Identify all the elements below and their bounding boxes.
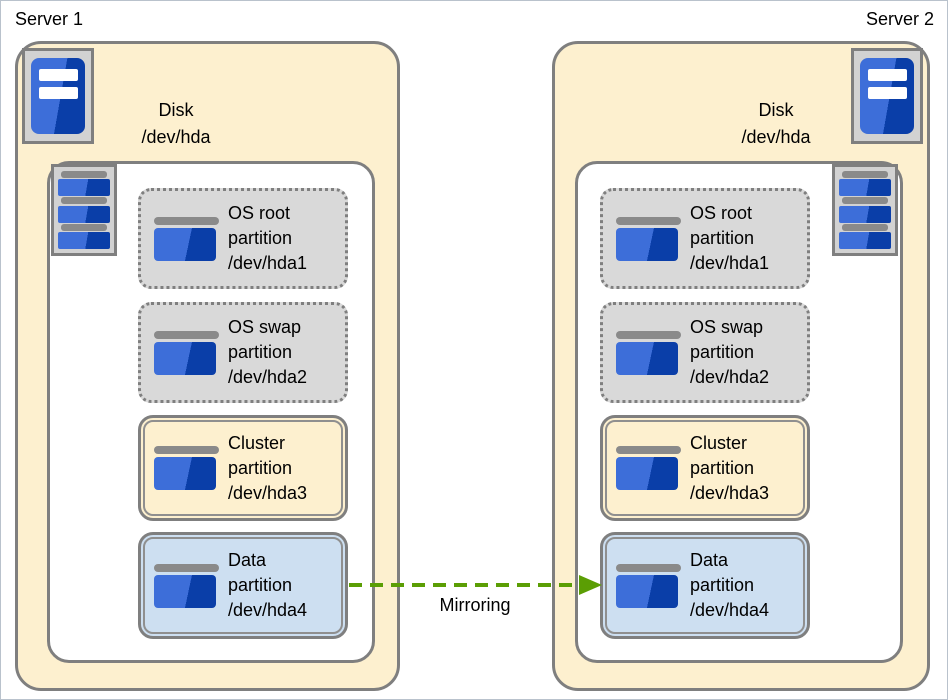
disk-platter xyxy=(839,231,891,249)
disk-platter-cap xyxy=(842,223,888,231)
server-2-disk-label: Disk /dev/hda xyxy=(676,97,876,151)
partition-label: OS swap partition /dev/hda2 xyxy=(690,317,770,387)
disk-platter xyxy=(58,205,110,223)
server-tower-icon xyxy=(851,48,923,144)
disk-platter xyxy=(839,205,891,223)
server-1-group: Disk /dev/hda OS root partition /dev/hda… xyxy=(15,41,400,691)
server-1-partition-os-swap: OS swap partition /dev/hda2 xyxy=(138,302,348,403)
server-slot xyxy=(39,87,78,99)
server-tower-body xyxy=(31,58,85,134)
partition-icon xyxy=(154,563,219,608)
server-2-partition-os-root: OS root partition /dev/hda1 xyxy=(600,188,810,289)
partition-icon xyxy=(616,330,681,375)
partition-icon xyxy=(616,216,681,261)
disk-platter xyxy=(839,179,891,197)
disk-platter-cap xyxy=(842,197,888,205)
server-2-partition-data: Data partition /dev/hda4 xyxy=(600,532,810,639)
disk-platter-cap xyxy=(61,171,107,178)
partition-label: Cluster partition /dev/hda3 xyxy=(228,432,308,503)
disk-platter xyxy=(58,231,110,249)
partition-icon xyxy=(154,216,219,261)
partition-label: Data partition /dev/hda4 xyxy=(228,550,308,620)
disk-platter-cap xyxy=(61,223,107,231)
mirroring-arrow xyxy=(349,575,602,595)
disk-platter xyxy=(58,179,110,197)
partition-label: Cluster partition /dev/hda3 xyxy=(690,432,770,503)
server-slot xyxy=(39,69,78,81)
partition-label: OS root partition /dev/hda1 xyxy=(228,203,308,273)
partition-icon xyxy=(154,330,219,375)
server-1-partition-data: Data partition /dev/hda4 xyxy=(138,532,348,639)
disk-stack-icon xyxy=(51,164,117,256)
server-1-partition-os-root: OS root partition /dev/hda1 xyxy=(138,188,348,289)
server-2-group: Disk /dev/hda OS root partition /dev/hda… xyxy=(552,41,930,691)
server-slot xyxy=(868,87,907,99)
disk-device-line: /dev/hda xyxy=(741,127,811,147)
partition-label: Data partition /dev/hda4 xyxy=(690,550,770,620)
server-2-partition-cluster: Cluster partition /dev/hda3 xyxy=(600,415,810,521)
disk-platter-cap xyxy=(842,171,888,178)
server-1-partition-cluster: Cluster partition /dev/hda3 xyxy=(138,415,348,521)
server-1-title: Server 1 xyxy=(15,9,84,29)
disk-platter-cap xyxy=(61,197,107,205)
server-1-disk-label: Disk /dev/hda xyxy=(76,97,276,151)
disk-label-line: Disk xyxy=(158,100,194,120)
server-2-title: Server 2 xyxy=(865,9,934,29)
server-tower-body xyxy=(860,58,914,134)
disk-label-line: Disk xyxy=(758,100,794,120)
server-tower-icon xyxy=(22,48,94,144)
partition-label: OS root partition /dev/hda1 xyxy=(690,203,770,273)
server-2-partition-os-swap: OS swap partition /dev/hda2 xyxy=(600,302,810,403)
partition-icon xyxy=(154,446,219,490)
disk-device-line: /dev/hda xyxy=(141,127,211,147)
mirroring-label: Mirroring xyxy=(439,595,511,615)
server-slot xyxy=(868,69,907,81)
partition-icon xyxy=(616,563,681,608)
partition-icon xyxy=(616,446,681,490)
partition-label: OS swap partition /dev/hda2 xyxy=(228,317,308,387)
disk-stack-icon xyxy=(832,164,898,256)
